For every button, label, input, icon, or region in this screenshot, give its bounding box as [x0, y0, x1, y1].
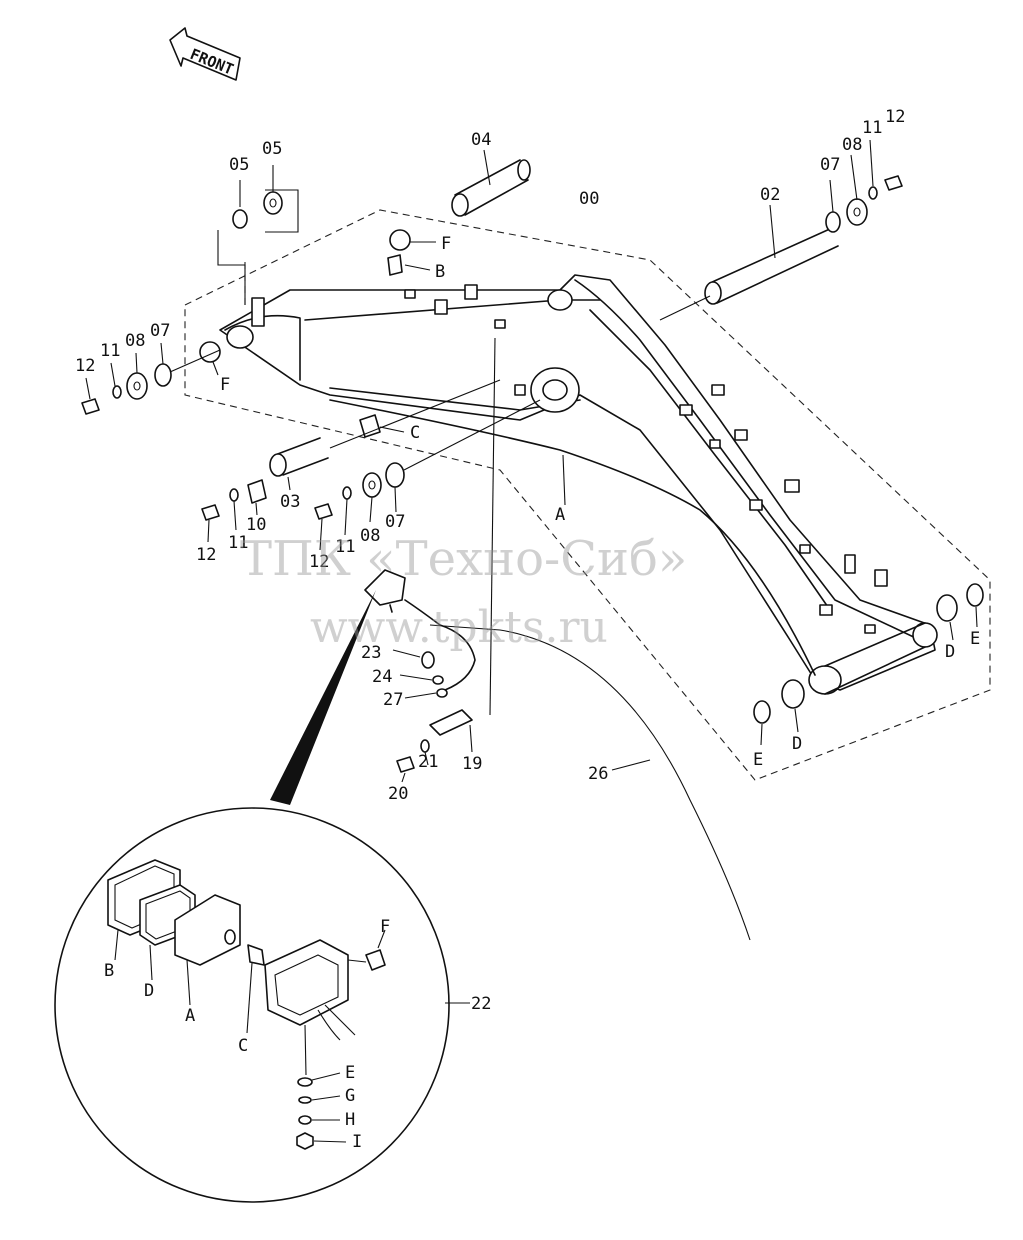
detail-label-i: I [352, 1132, 362, 1152]
plates-05 [217, 165, 299, 327]
detail-label-g: G [345, 1086, 355, 1106]
watermark-company: ТПК «Техно-Сиб» [240, 531, 687, 587]
right-pin-hardware [825, 139, 903, 233]
front-direction-arrow: FRONT [169, 27, 241, 81]
bushings-and-clips [199, 229, 436, 438]
work-light-22 [364, 337, 751, 941]
callout-22: 22 [471, 994, 491, 1014]
detail-pointer [270, 590, 376, 805]
callout-07-left: 07 [150, 321, 170, 341]
callout-27: 27 [383, 690, 403, 710]
boom-body [219, 274, 938, 695]
callout-12-mid-b: 12 [309, 552, 329, 572]
callout-12-left: 12 [75, 356, 95, 376]
callout-05a: 05 [229, 155, 249, 175]
callout-07-right: 07 [820, 155, 840, 175]
callout-b-top: B [435, 262, 445, 282]
callout-11-right: 11 [862, 118, 882, 138]
detail-label-a: A [185, 1006, 195, 1026]
callout-12-right: 12 [885, 107, 905, 127]
left-pin-hardware [81, 342, 221, 415]
callout-04: 04 [471, 130, 491, 150]
callout-00: 00 [579, 189, 599, 209]
assembly-boundary [184, 209, 991, 781]
callout-labels: 04 05 05 00 02 07 08 11 12 F B 07 08 11 … [75, 107, 980, 1014]
callout-f-top: F [441, 234, 451, 254]
detail-label-c: C [238, 1036, 248, 1056]
callout-c-mid: C [410, 423, 420, 443]
detail-label-b: B [104, 961, 114, 981]
callout-11-mid-b: 11 [335, 537, 355, 557]
callout-11-left: 11 [100, 341, 120, 361]
callout-11-mid-a: 11 [228, 533, 248, 553]
callout-e-right: E [970, 629, 980, 649]
callout-08-left: 08 [125, 331, 145, 351]
callout-26: 26 [588, 764, 608, 784]
callout-d-right: D [945, 642, 955, 662]
callout-e-bottom: E [753, 750, 763, 770]
pin-02 [659, 204, 839, 321]
watermark-url: www.tpkts.ru [310, 602, 608, 653]
callout-05b: 05 [262, 139, 282, 159]
detail-view-22 [54, 807, 470, 1203]
callout-12-mid-a: 12 [196, 545, 216, 565]
callout-a-mid: A [555, 505, 565, 525]
callout-08-right: 08 [842, 135, 862, 155]
watermark: ТПК «Техно-Сиб» www.tpkts.ru [240, 531, 687, 653]
detail-label-h: H [345, 1110, 355, 1130]
callout-03: 03 [280, 492, 300, 512]
callout-23: 23 [361, 643, 381, 663]
detail-labels: B D A C F E G H I [104, 917, 390, 1152]
callout-21: 21 [418, 752, 438, 772]
pin-03 [269, 379, 501, 491]
callout-19: 19 [462, 754, 482, 774]
callout-f-left: F [220, 375, 230, 395]
callout-24: 24 [372, 667, 392, 687]
callout-20: 20 [388, 784, 408, 804]
callout-07-mid: 07 [385, 512, 405, 532]
lower-pin-hardware [201, 399, 541, 551]
callout-10: 10 [246, 515, 266, 535]
callout-d-bottom: D [792, 734, 802, 754]
detail-label-e: E [345, 1063, 355, 1083]
callout-02: 02 [760, 185, 780, 205]
hose-a [329, 399, 816, 676]
pin-04 [451, 149, 531, 217]
callout-08-mid: 08 [360, 526, 380, 546]
detail-label-d: D [144, 981, 154, 1001]
foot-bushings [753, 583, 984, 746]
detail-label-f: F [380, 917, 390, 937]
